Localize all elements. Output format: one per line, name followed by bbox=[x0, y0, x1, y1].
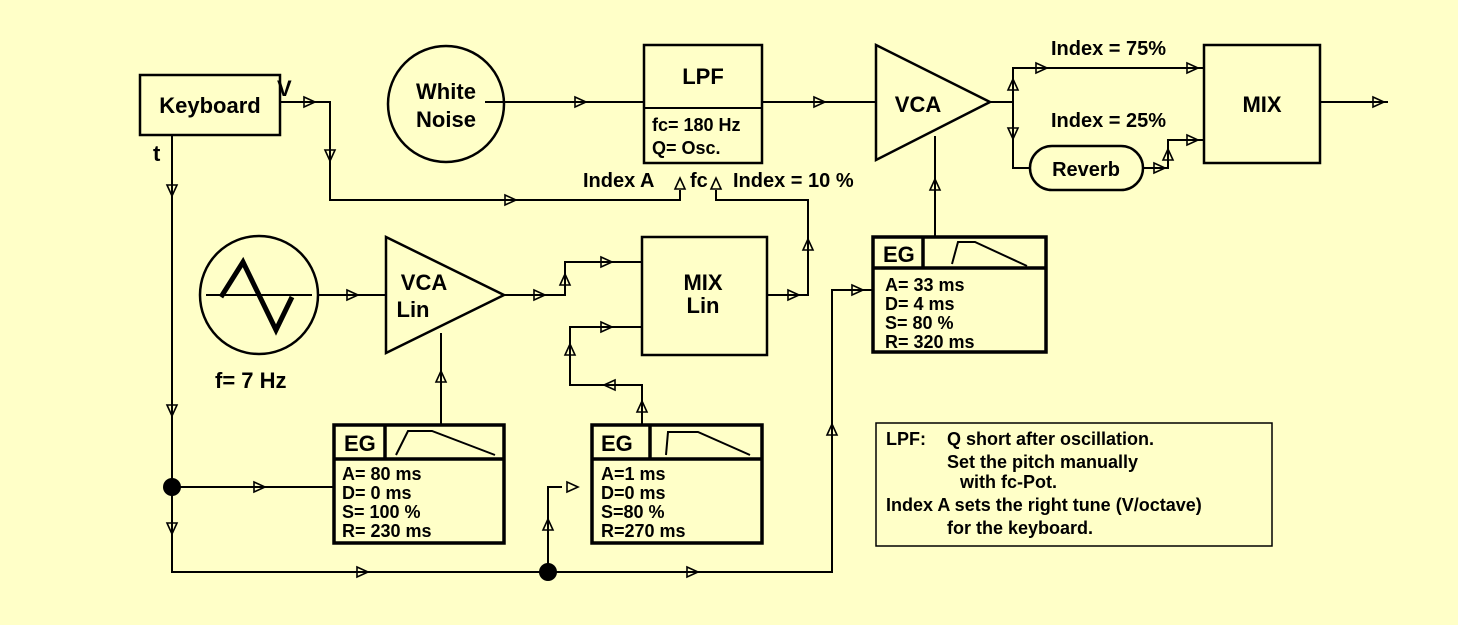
eg-lfo-release: R= 230 ms bbox=[342, 521, 432, 541]
envelope-shape-icon bbox=[395, 430, 496, 456]
lpf-title: LPF bbox=[682, 64, 724, 89]
eg-vca-title: EG bbox=[883, 242, 915, 267]
white-noise-block: White Noise bbox=[386, 44, 506, 164]
eg-mix-title: EG bbox=[601, 431, 633, 456]
eg-lfo-block: EG A= 80 ms D= 0 ms S= 100 % R= 230 ms bbox=[332, 423, 506, 545]
eg-mix-decay: D=0 ms bbox=[601, 483, 666, 503]
eg-mix-block: EG A=1 ms D=0 ms S=80 % R=270 ms bbox=[590, 423, 764, 545]
keyboard-v-label: V bbox=[277, 76, 292, 101]
triangle-wave-icon bbox=[218, 256, 295, 336]
index-25-label: Index = 25% bbox=[1051, 110, 1166, 132]
eg-mix-release: R=270 ms bbox=[601, 521, 686, 541]
lpf-index-a-label: Index A bbox=[583, 170, 655, 192]
reverb-label: Reverb bbox=[1052, 159, 1120, 181]
eg-lfo-sustain: S= 100 % bbox=[342, 502, 421, 522]
mix-lin-label-line2: Lin bbox=[687, 293, 720, 318]
notes-line4: Index A sets the right tune (V/octave) bbox=[886, 495, 1202, 515]
gate-junction-dot bbox=[163, 478, 181, 496]
eg-vca-block: EG A= 33 ms D= 4 ms S= 80 % R= 320 ms bbox=[871, 235, 1048, 354]
mix-lin-block: MIX Lin bbox=[640, 235, 769, 357]
vca-lin-label-line1: VCA bbox=[401, 270, 448, 295]
signal-wires bbox=[171, 67, 1388, 573]
lfo-block: f= 7 Hz bbox=[198, 234, 320, 393]
eg-lfo-title: EG bbox=[344, 431, 376, 456]
vca-main-block: VCA bbox=[874, 42, 993, 163]
mix-main-block: MIX bbox=[1202, 43, 1322, 165]
eg-vca-sustain: S= 80 % bbox=[885, 313, 954, 333]
eg-lfo-attack: A= 80 ms bbox=[342, 464, 422, 484]
eg-vca-decay: D= 4 ms bbox=[885, 294, 955, 314]
white-noise-label-line1: White bbox=[416, 79, 476, 104]
index-75-label: Index = 75% bbox=[1051, 38, 1166, 60]
notes-lpf-prefix: LPF: bbox=[886, 429, 926, 449]
eg-mix-sustain: S=80 % bbox=[601, 502, 665, 522]
eg-vca-release: R= 320 ms bbox=[885, 332, 975, 352]
white-noise-label-line2: Noise bbox=[416, 107, 476, 132]
gate-junction-dot bbox=[539, 563, 557, 581]
keyboard-label: Keyboard bbox=[159, 93, 260, 118]
vca-lin-block: VCA Lin bbox=[384, 234, 507, 356]
notes-line2: Set the pitch manually bbox=[947, 452, 1138, 472]
lpf-fc-input-label: fc bbox=[690, 170, 708, 192]
notes-line3: with fc-Pot. bbox=[959, 472, 1057, 492]
mix-lin-label-line1: MIX bbox=[683, 270, 722, 295]
lpf-block: LPF fc= 180 Hz Q= Osc. Index A fc Index … bbox=[583, 43, 854, 192]
envelope-shape-icon bbox=[665, 431, 751, 456]
keyboard-block: Keyboard V t bbox=[138, 73, 292, 166]
notes-box: LPF: Q short after oscillation. Set the … bbox=[875, 422, 1273, 547]
reverb-block: Reverb bbox=[1028, 144, 1145, 192]
eg-vca-attack: A= 33 ms bbox=[885, 275, 965, 295]
eg-lfo-decay: D= 0 ms bbox=[342, 483, 412, 503]
signal-arrows bbox=[165, 61, 1386, 579]
lpf-index-10-label: Index = 10 % bbox=[733, 170, 854, 192]
notes-line5: for the keyboard. bbox=[947, 518, 1093, 538]
vca-main-label: VCA bbox=[895, 92, 942, 117]
lpf-fc-value: fc= 180 Hz bbox=[652, 115, 741, 135]
notes-line1: Q short after oscillation. bbox=[947, 429, 1154, 449]
envelope-shape-icon bbox=[951, 241, 1028, 267]
mix-main-label: MIX bbox=[1242, 92, 1281, 117]
lpf-q-value: Q= Osc. bbox=[652, 138, 721, 158]
eg-mix-attack: A=1 ms bbox=[601, 464, 666, 484]
keyboard-t-label: t bbox=[153, 141, 161, 166]
vca-lin-label-line2: Lin bbox=[397, 297, 430, 322]
lfo-frequency-label: f= 7 Hz bbox=[215, 368, 287, 393]
